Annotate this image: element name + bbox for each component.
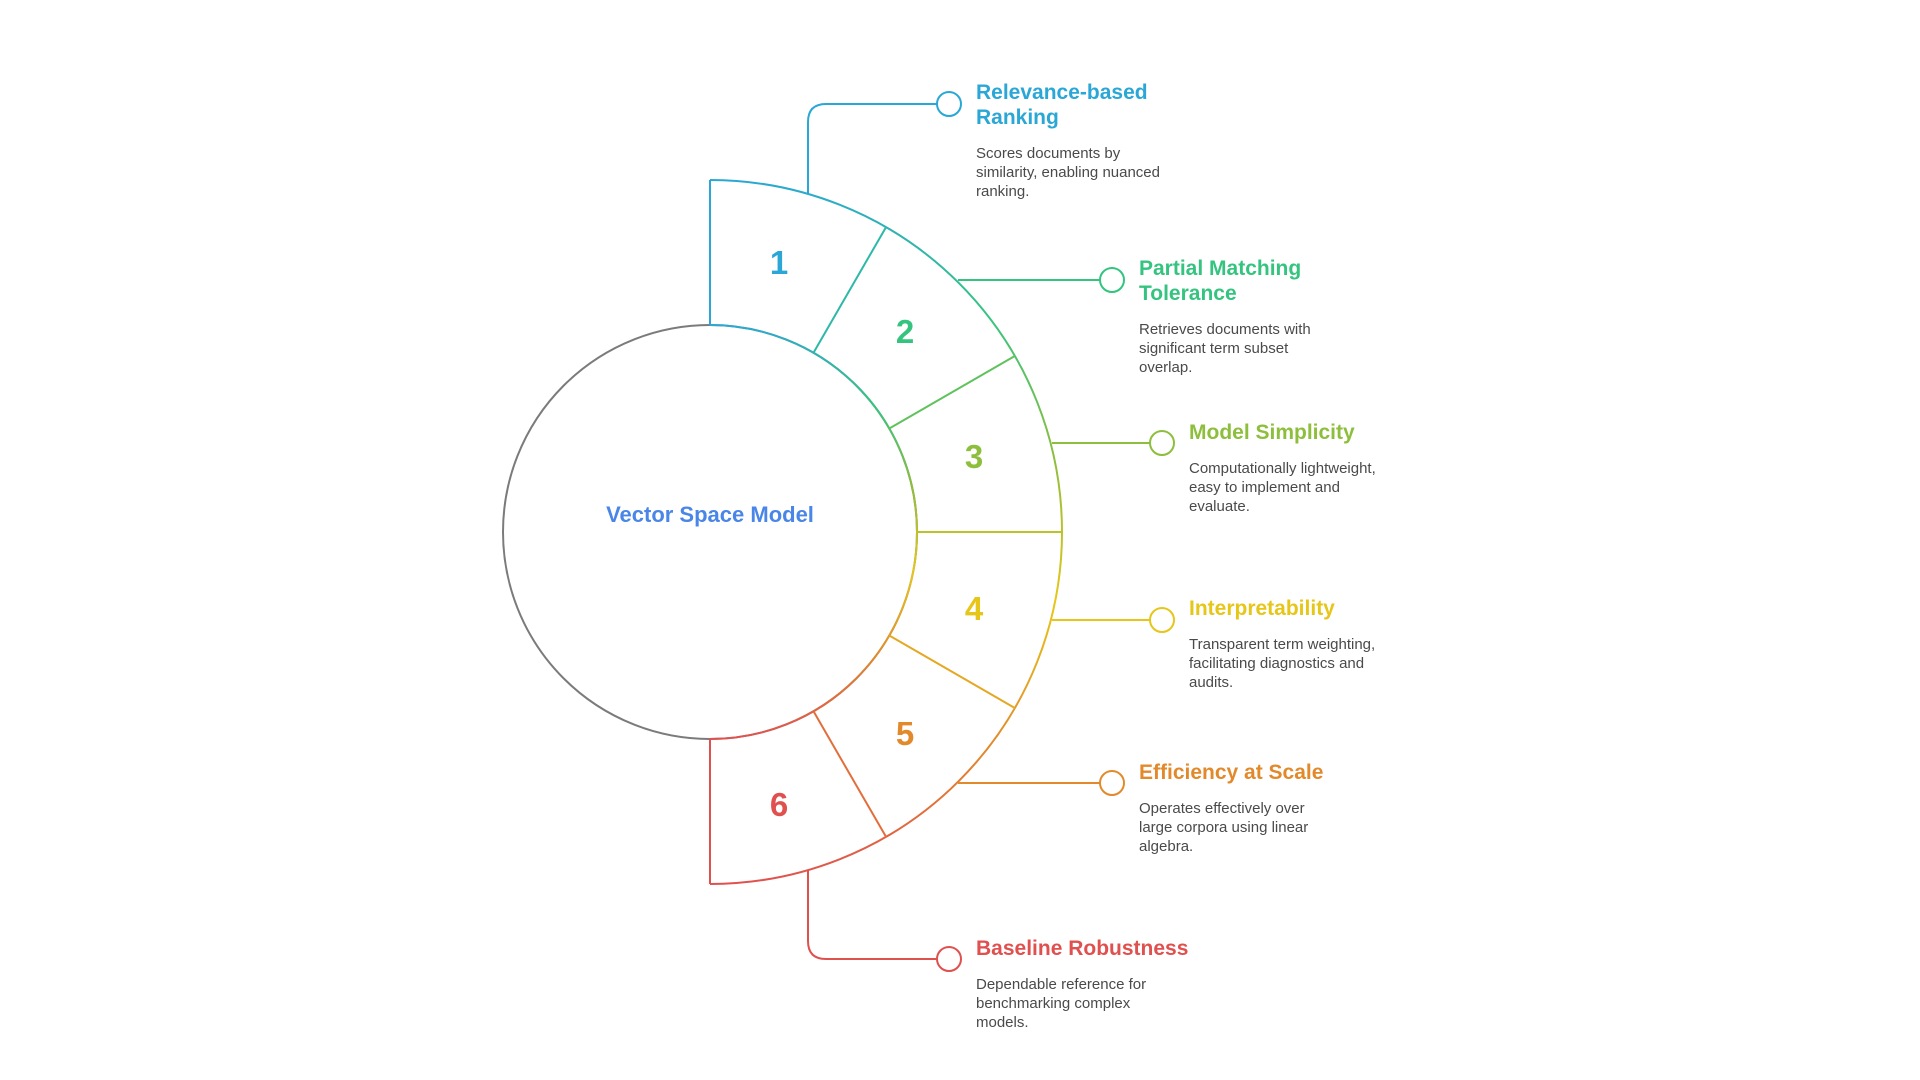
segment-divider [888,634,1016,709]
connector-node-6 [936,946,962,972]
item-3-description: Computationally lightweight, easy to imp… [1189,460,1376,515]
segment-divider [888,355,1016,430]
item-2-label: Partial Matching Tolerance Retrieves doc… [1139,256,1369,377]
connector-node-1 [936,91,962,117]
segment-number-1: 1 [770,244,788,281]
segment-divider [812,226,887,354]
item-4-description: Transparent term weighting, facilitating… [1189,636,1376,691]
segment-number-5: 5 [896,715,914,752]
item-2-title: Partial Matching Tolerance [1139,257,1302,305]
item-3-title: Model Simplicity [1189,421,1355,444]
item-6-title: Baseline Robustness [976,937,1189,960]
segment-number-6: 6 [770,786,788,823]
item-5-title: Efficiency at Scale [1139,761,1324,784]
item-5-description: Operates effectively over large corpora … [1139,800,1309,855]
ring-inner-arc [709,324,918,740]
segment-number-4: 4 [965,590,984,627]
segment-number-3: 3 [965,438,983,475]
connector-node-3 [1149,430,1175,456]
item-4-title: Interpretability [1189,597,1335,620]
item-3-label: Model Simplicity Computationally lightwe… [1189,420,1419,516]
item-4-label: Interpretability Transparent term weight… [1189,596,1419,692]
center-title: Vector Space Model [606,502,814,527]
item-2-description: Retrieves documents with significant ter… [1139,321,1311,376]
connector-node-5 [1099,770,1125,796]
connector-node-2 [1099,267,1125,293]
item-1-title: Relevance-based Ranking [976,81,1148,129]
connector-6 [807,870,937,960]
connector-node-4 [1149,607,1175,633]
item-6-description: Dependable reference for benchmarking co… [976,976,1147,1031]
segment-number-2: 2 [896,313,914,350]
center-circle [502,324,918,740]
item-1-label: Relevance-based Ranking Scores documents… [976,80,1206,201]
item-6-label: Baseline Robustness Dependable reference… [976,936,1206,1032]
connector-1 [807,103,937,194]
item-5-label: Efficiency at Scale Operates effectively… [1139,760,1369,856]
item-1-description: Scores documents by similarity, enabling… [976,145,1160,200]
segment-divider [812,710,887,838]
